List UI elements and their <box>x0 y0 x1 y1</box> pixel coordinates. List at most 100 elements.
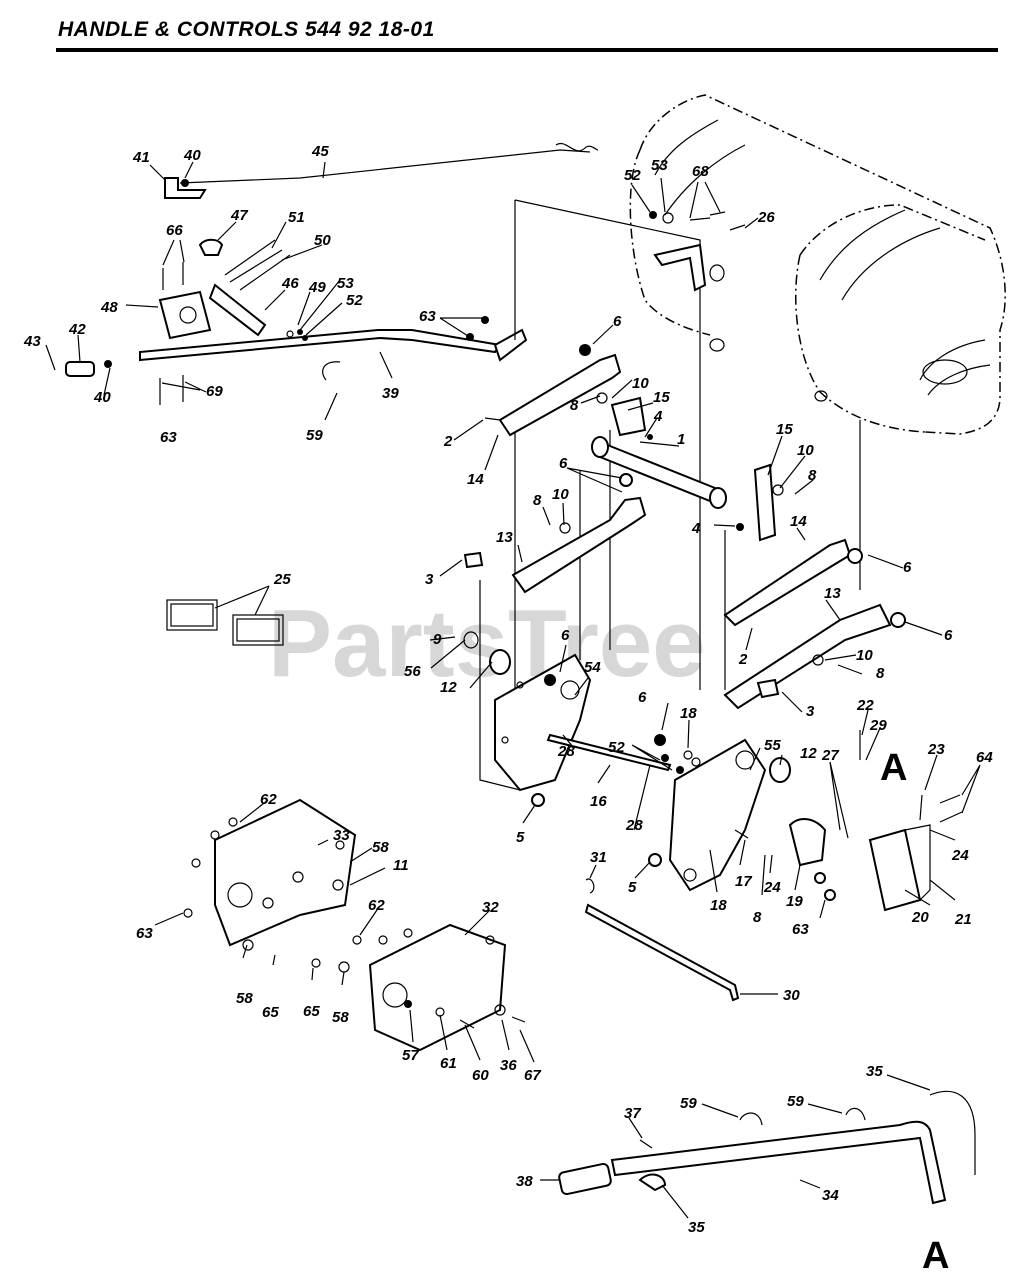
callout-62: 62 <box>260 791 277 808</box>
callout-17: 17 <box>735 873 752 890</box>
upper-handle-assembly <box>65 142 599 405</box>
callout-24: 24 <box>951 847 969 864</box>
lower-handle <box>558 1090 976 1205</box>
callout-63: 63 <box>136 925 153 942</box>
callout-15: 15 <box>776 421 793 438</box>
callout-50: 50 <box>314 232 331 249</box>
callout-6: 6 <box>613 313 622 330</box>
callout-27: 27 <box>821 747 839 764</box>
callout-33: 33 <box>333 827 350 844</box>
callout-25: 25 <box>273 571 291 588</box>
callout-30: 30 <box>783 987 800 1004</box>
callout-6: 6 <box>559 455 568 472</box>
callout-10: 10 <box>552 486 569 503</box>
callout-52: 52 <box>346 292 363 309</box>
callout-24: 24 <box>763 879 781 896</box>
callout-58: 58 <box>332 1009 349 1026</box>
callout-59: 59 <box>787 1093 804 1110</box>
callout-40: 40 <box>183 147 201 164</box>
upper-bracket-68 <box>649 211 746 292</box>
callout-8: 8 <box>570 397 579 414</box>
callout-12: 12 <box>800 745 817 762</box>
callout-15: 15 <box>653 389 670 406</box>
callout-6: 6 <box>903 559 912 576</box>
linkage-arms <box>463 344 906 710</box>
callout-29: 29 <box>869 717 887 734</box>
callout-14: 14 <box>790 513 807 530</box>
callout-49: 49 <box>308 279 326 296</box>
view-marker-a-upper: A <box>880 747 907 789</box>
callout-68: 68 <box>692 163 709 180</box>
callout-19: 19 <box>786 893 803 910</box>
watermark-text: PartsTree <box>268 590 706 697</box>
callout-40: 40 <box>93 389 111 406</box>
callout-65: 65 <box>303 1003 320 1020</box>
callout-12: 12 <box>440 679 457 696</box>
callout-32: 32 <box>482 899 499 916</box>
callout-3: 3 <box>425 571 434 588</box>
callout-63: 63 <box>160 429 177 446</box>
callout-56: 56 <box>404 663 421 680</box>
callout-9: 9 <box>433 631 442 648</box>
callout-8: 8 <box>533 492 542 509</box>
callout-57: 57 <box>402 1047 419 1064</box>
callout-34: 34 <box>822 1187 839 1204</box>
housing-outline <box>629 94 1006 435</box>
callout-53: 53 <box>337 275 354 292</box>
callout-8: 8 <box>753 909 762 926</box>
callout-5: 5 <box>516 829 525 846</box>
callout-18: 18 <box>680 705 697 722</box>
page-title: HANDLE & CONTROLS 544 92 18-01 <box>58 18 435 41</box>
callout-6: 6 <box>944 627 953 644</box>
shift-bracket-assembly <box>788 730 963 912</box>
callout-52: 52 <box>624 167 641 184</box>
callout-10: 10 <box>797 442 814 459</box>
view-marker-a-lower: A <box>922 1235 949 1277</box>
callout-48: 48 <box>100 299 118 316</box>
callout-62: 62 <box>368 897 385 914</box>
title-rule <box>56 48 998 52</box>
callout-66: 66 <box>166 222 183 239</box>
callout-28: 28 <box>557 743 575 760</box>
callout-8: 8 <box>876 665 885 682</box>
callout-55: 55 <box>764 737 781 754</box>
callout-23: 23 <box>927 741 945 758</box>
callout-54: 54 <box>584 659 601 676</box>
callout-41: 41 <box>132 149 150 166</box>
callout-47: 47 <box>230 207 248 224</box>
callout-43: 43 <box>23 333 41 350</box>
callout-6: 6 <box>561 627 570 644</box>
callout-35: 35 <box>688 1219 705 1236</box>
callout-14: 14 <box>467 471 484 488</box>
callout-69: 69 <box>206 383 223 400</box>
callout-20: 20 <box>911 909 929 926</box>
callout-37: 37 <box>624 1105 641 1122</box>
callout-3: 3 <box>806 703 815 720</box>
callout-61: 61 <box>440 1055 457 1072</box>
callout-63: 63 <box>419 308 436 325</box>
callout-63: 63 <box>792 921 809 938</box>
callout-38: 38 <box>516 1173 533 1190</box>
callout-4: 4 <box>653 408 663 425</box>
callout-8: 8 <box>808 467 817 484</box>
callout-26: 26 <box>757 209 775 226</box>
callout-18: 18 <box>710 897 727 914</box>
leader-lines <box>45 161 981 1219</box>
callout-13: 13 <box>496 529 513 546</box>
callout-67: 67 <box>524 1067 541 1084</box>
callout-52: 52 <box>608 739 625 756</box>
callout-58: 58 <box>236 990 253 1007</box>
callout-51: 51 <box>288 209 305 226</box>
callout-1: 1 <box>677 431 685 448</box>
callout-46: 46 <box>281 275 299 292</box>
callout-59: 59 <box>680 1095 697 1112</box>
callout-35: 35 <box>866 1063 883 1080</box>
callout-59: 59 <box>306 427 323 444</box>
callout-5: 5 <box>628 879 637 896</box>
callout-4: 4 <box>691 520 701 537</box>
callout-53: 53 <box>651 157 668 174</box>
callout-36: 36 <box>500 1057 517 1074</box>
callout-65: 65 <box>262 1004 279 1021</box>
callout-6: 6 <box>638 689 647 706</box>
